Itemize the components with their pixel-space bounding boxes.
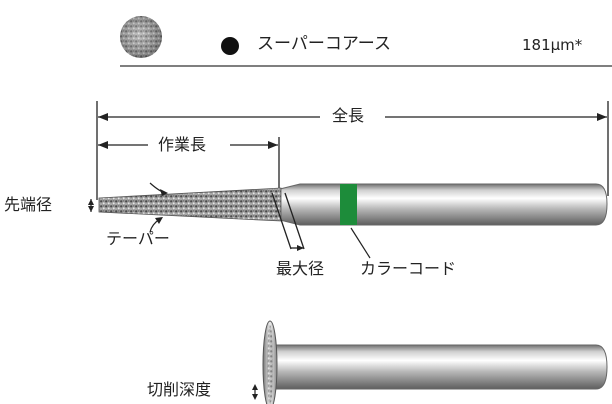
- grit-name: スーパーコアース: [257, 34, 391, 54]
- diamond-head: [98, 187, 282, 222]
- bur-shaft: [279, 183, 608, 226]
- max-diameter-dimension: [271, 192, 305, 251]
- working-length-dimension: [98, 137, 280, 200]
- bullet-dot-icon: [221, 37, 239, 55]
- taper-label: テーパー: [106, 229, 170, 248]
- taper-arrows: [149, 182, 168, 233]
- cutting-depth-arrow: [252, 384, 258, 400]
- cutting-depth-label: 切削深度: [147, 380, 212, 399]
- color-code-band: [340, 184, 357, 225]
- color-code-pointer: [350, 227, 371, 259]
- total-length-dimension: [96, 101, 609, 200]
- disc-bur: [262, 320, 608, 404]
- grit-size: 181μm*: [522, 36, 583, 54]
- tip-diameter-label: 先端径: [4, 195, 53, 214]
- total-length-label: 全長: [332, 106, 365, 125]
- working-length-label: 作業長: [158, 135, 207, 154]
- grit-particle-icon: [120, 16, 162, 58]
- max-diameter-label: 最大径: [276, 259, 325, 278]
- tip-diameter-arrow: [88, 199, 94, 212]
- color-code-label: カラーコード: [360, 259, 457, 278]
